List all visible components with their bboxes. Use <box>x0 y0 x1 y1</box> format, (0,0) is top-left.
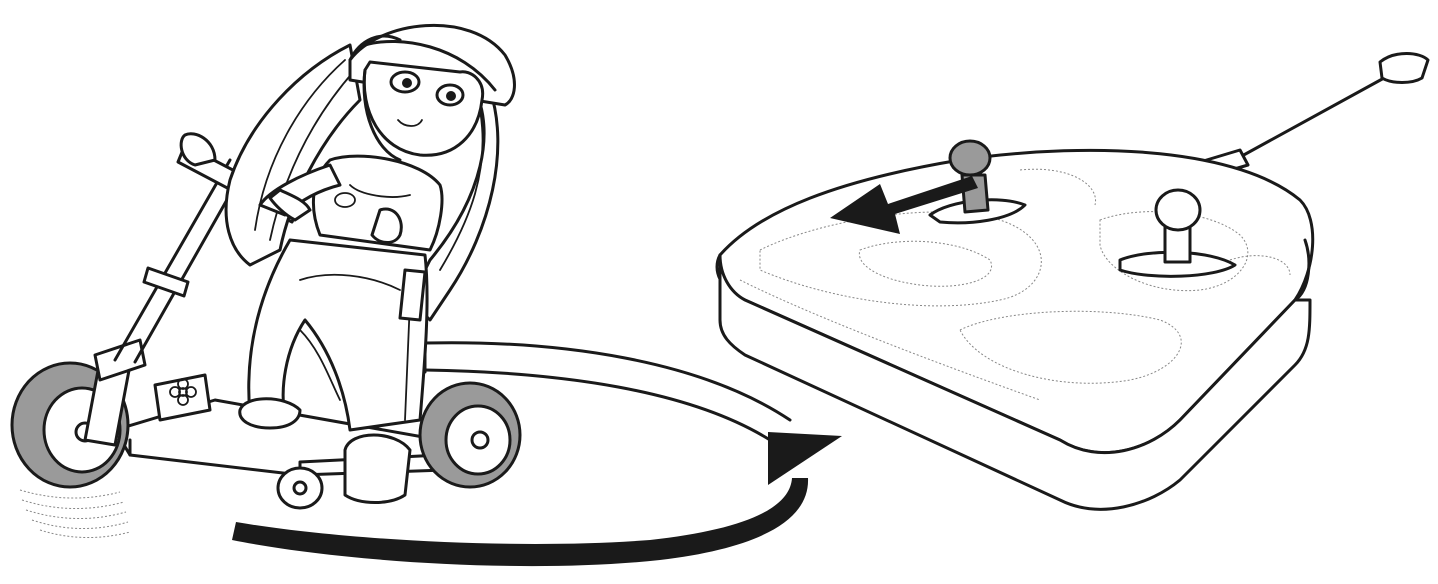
arrowhead-icon <box>768 432 842 485</box>
right-knob-icon <box>1156 190 1200 230</box>
antenna-tip-icon <box>1380 54 1428 83</box>
left-knob-icon <box>950 141 990 175</box>
motion-lines <box>20 490 130 538</box>
rear-wheel <box>420 383 520 487</box>
antenna <box>1220 72 1395 168</box>
